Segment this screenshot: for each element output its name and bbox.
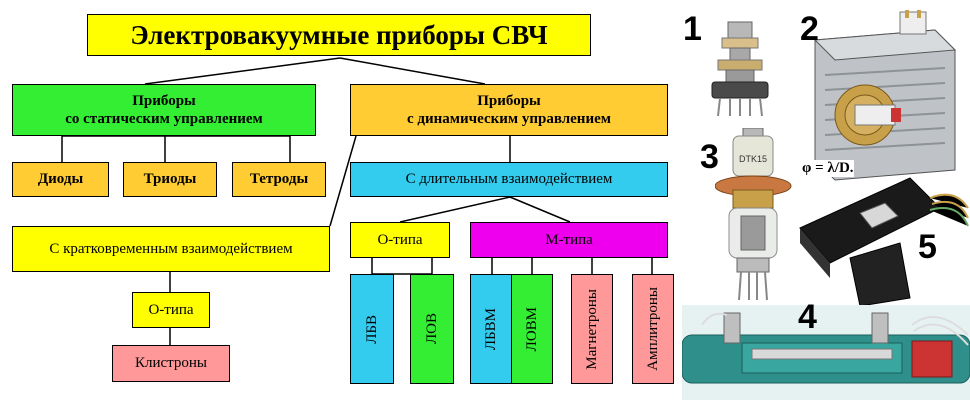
short-interaction-label: С кратковременным взаимодействием xyxy=(49,240,293,257)
photo-label-4: 4 xyxy=(798,298,817,336)
tube-photo-4 xyxy=(682,305,970,400)
tetrodes-label: Тетроды xyxy=(249,171,309,187)
diagram-title-text: Электровакуумные приборы СВЧ xyxy=(130,19,548,50)
lovm-label: ЛОВМ xyxy=(523,306,540,352)
long-interaction-box: С длительным взаимодействием xyxy=(350,162,668,197)
lov-label: ЛОВ xyxy=(423,313,440,345)
tetrodes-box: Тетроды xyxy=(232,162,326,197)
lovm-box: ЛОВМ xyxy=(511,274,553,384)
amplitrons-label: Амплитроны xyxy=(644,287,661,371)
dynamic-control-line1: Приборы xyxy=(477,93,541,109)
connector-title-dynamic xyxy=(339,57,486,85)
photo-label-3: 3 xyxy=(700,138,719,176)
lbvm-box: ЛБВМ xyxy=(470,274,512,384)
diagram-title: Электровакуумные приборы СВЧ xyxy=(87,14,591,56)
lbvm-label: ЛБВМ xyxy=(482,307,499,351)
long-interaction-label: С длительным взаимодействием xyxy=(405,171,613,187)
klystrons-label: Клистроны xyxy=(134,355,208,371)
klystrons-box: Клистроны xyxy=(112,345,230,382)
dynamic-control-box: Приборы с динамическим управлением xyxy=(350,84,668,136)
amplitrons-box: Амплитроны xyxy=(632,274,674,384)
triodes-label: Триоды xyxy=(143,171,197,187)
lbv-label: ЛБВ xyxy=(363,314,380,344)
photo-label-5: 5 xyxy=(918,228,937,266)
static-control-line1: Приборы xyxy=(132,93,196,109)
o-type-long-label: О-типа xyxy=(377,231,423,248)
tube-photo-1 xyxy=(711,21,769,117)
tube3-marking: DTK15 xyxy=(739,154,767,164)
photo-label-1: 1 xyxy=(683,10,702,48)
m-type-label: М-типа xyxy=(545,231,593,248)
tube-photo-3: DTK15 xyxy=(715,128,792,301)
o-type-short-box: О-типа xyxy=(132,292,210,328)
diodes-box: Диоды xyxy=(12,162,109,197)
static-control-box: Приборы со статическим управлением xyxy=(12,84,316,136)
photo-label-2: 2 xyxy=(800,10,819,48)
o-type-long-box: О-типа xyxy=(350,222,450,258)
diodes-label: Диоды xyxy=(37,171,84,187)
triodes-box: Триоды xyxy=(123,162,217,197)
magnetrons-label: Магнетроны xyxy=(583,288,600,370)
dynamic-control-line2: с динамическим управлением xyxy=(407,111,611,127)
connector-title-static xyxy=(144,57,341,85)
static-control-line2: со статическим управлением xyxy=(65,111,263,127)
device-photo-5 xyxy=(799,177,969,307)
magnetrons-box: Магнетроны xyxy=(571,274,613,384)
formula-label: φ = λ/D. xyxy=(802,160,854,177)
short-interaction-box: С кратковременным взаимодействием xyxy=(12,226,330,272)
lbv-box: ЛБВ xyxy=(350,274,394,384)
m-type-box: М-типа xyxy=(470,222,668,258)
o-type-short-label: О-типа xyxy=(148,301,194,318)
lov-box: ЛОВ xyxy=(410,274,454,384)
